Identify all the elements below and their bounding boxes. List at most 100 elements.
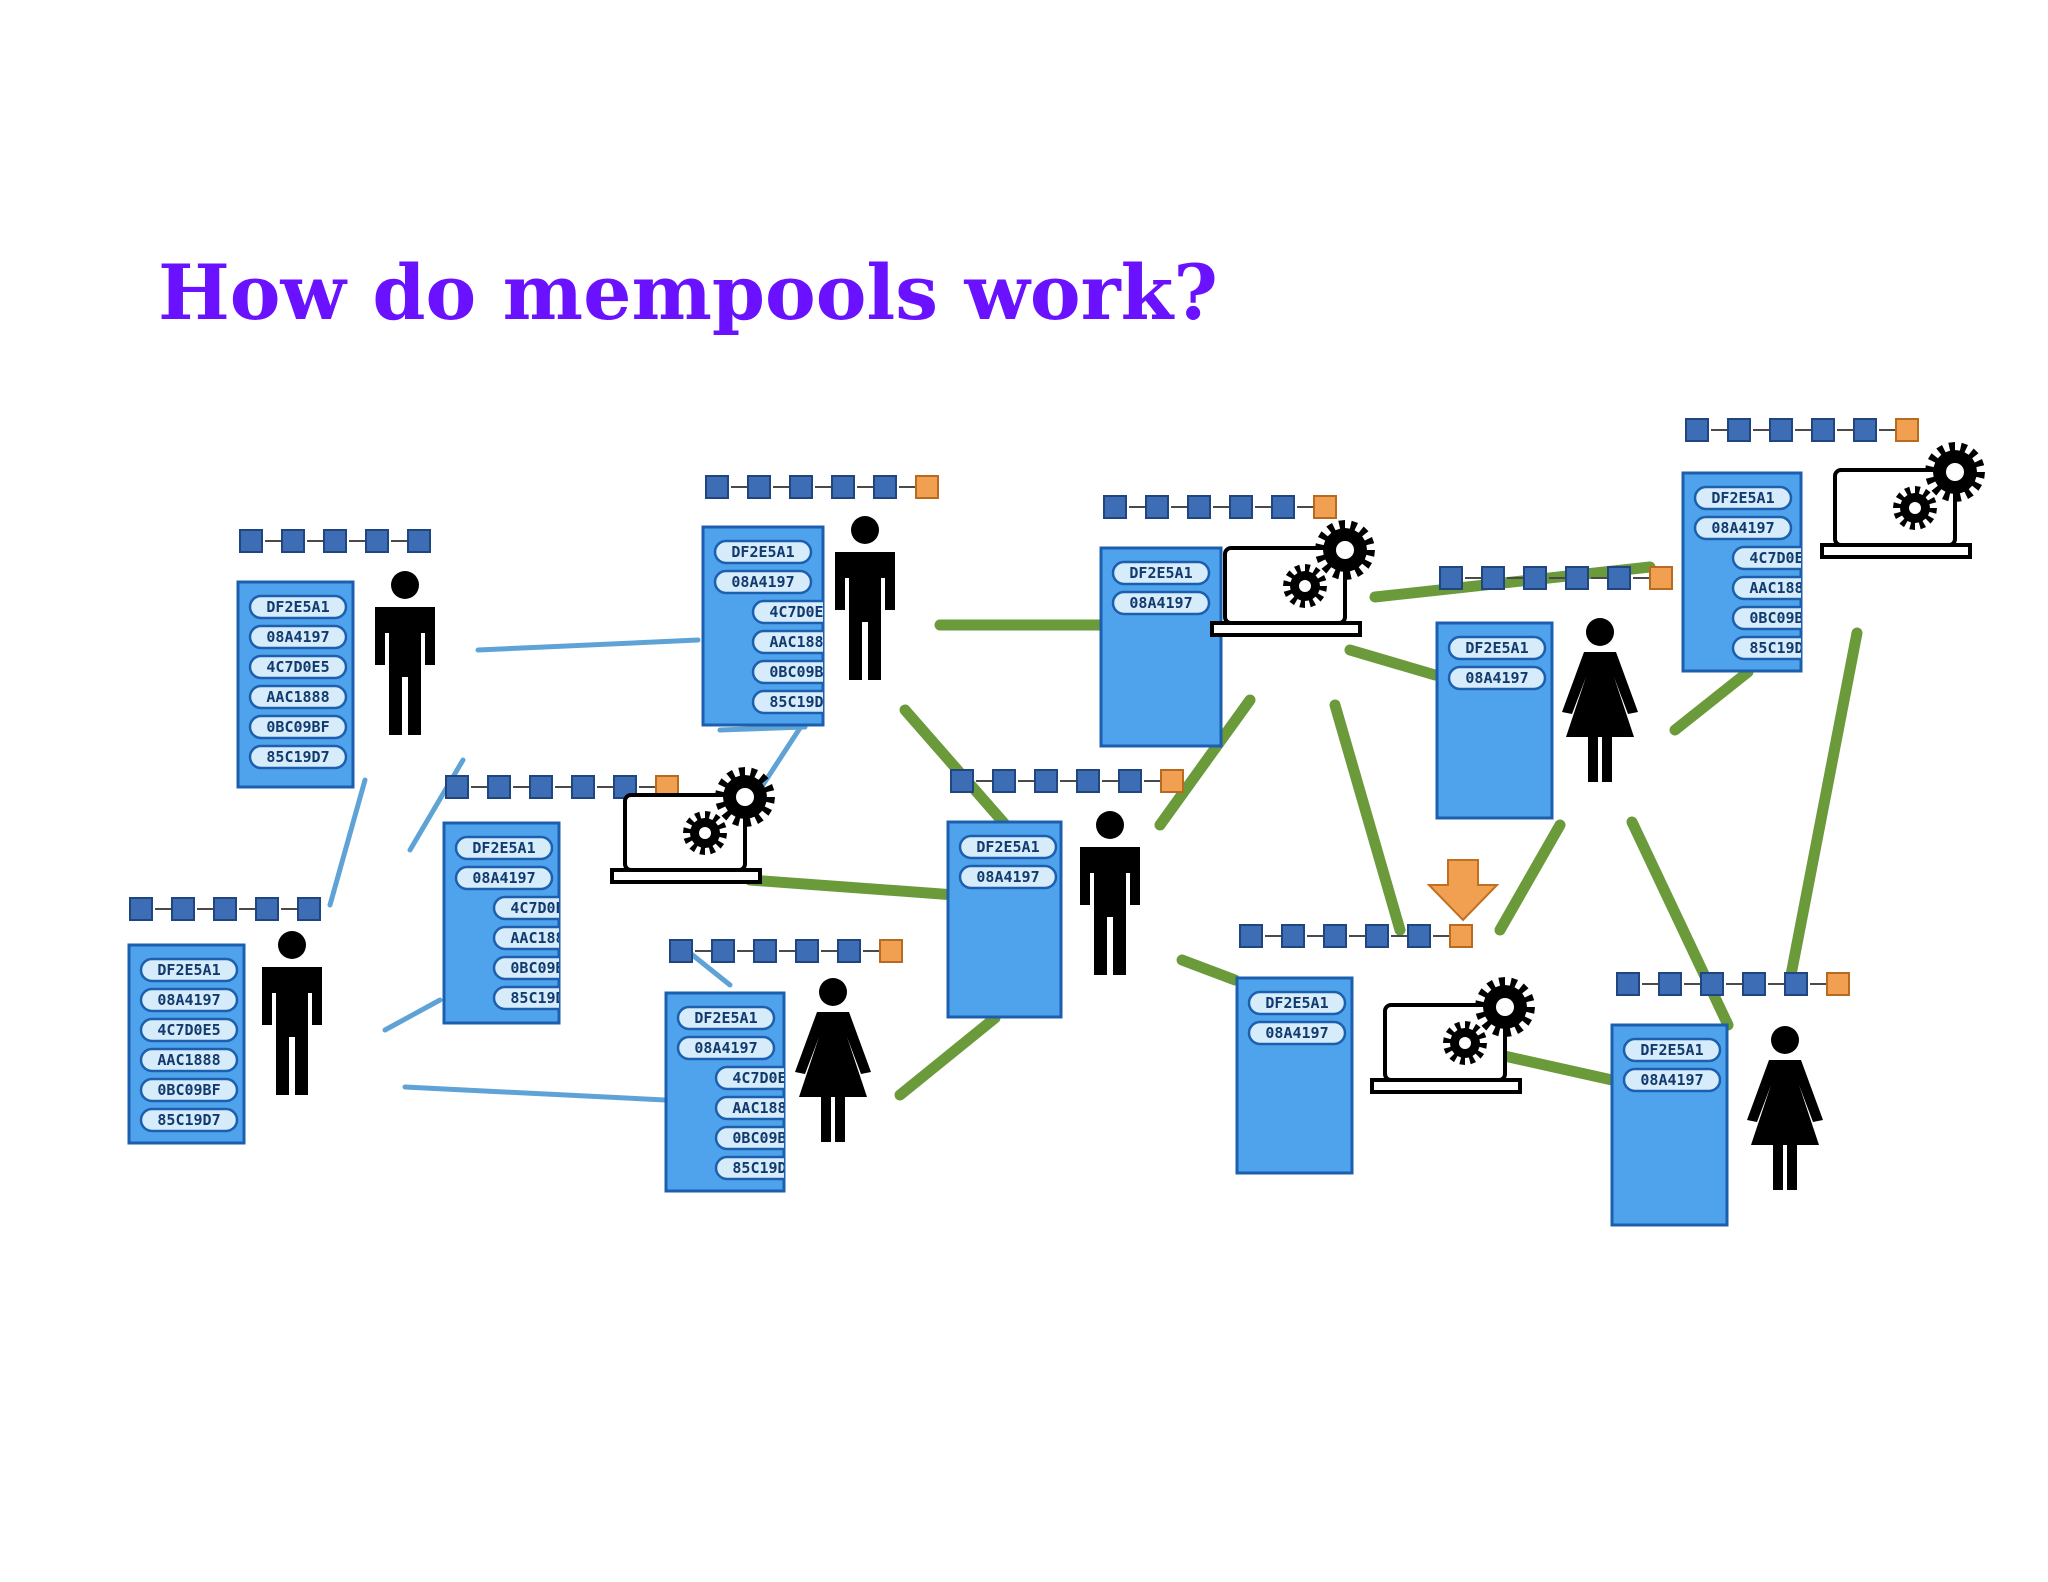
laptop-icon (1210, 520, 1375, 637)
block (1145, 495, 1169, 519)
mempool-node: DF2E5A108A41974C7D0E5AAC18880BC09BF85C19… (1681, 418, 1985, 673)
transaction-pill (1247, 990, 1347, 1016)
blockchain (1616, 972, 1850, 996)
transaction-pill (676, 1005, 776, 1031)
connection-line (1154, 694, 1256, 831)
transaction-id: DF2E5A1 (976, 838, 1039, 856)
transaction-pill (1447, 635, 1547, 661)
block (407, 529, 431, 553)
transaction-id: 08A4197 (1640, 1071, 1703, 1089)
person-icon (262, 931, 322, 1095)
transaction-pill (1731, 575, 1801, 601)
block (529, 775, 553, 799)
diagram-extras (1426, 859, 1500, 922)
block (1784, 972, 1808, 996)
connection-line (382, 997, 443, 1033)
blockchain (1685, 418, 1919, 442)
transaction-pill (454, 865, 554, 891)
block (1103, 495, 1127, 519)
transaction-id: AAC1888 (157, 1051, 220, 1069)
block (669, 939, 693, 963)
laptop-base (610, 868, 762, 884)
transaction-id: 0BC09BF (510, 959, 573, 977)
block (831, 475, 855, 499)
transaction-pill (139, 1047, 239, 1073)
block (1769, 418, 1793, 442)
transaction-pill (714, 1125, 784, 1151)
connection-line (1369, 561, 1656, 603)
gear-icon (1315, 520, 1375, 580)
transaction-pill (1622, 1067, 1722, 1093)
block (1439, 566, 1463, 590)
block (487, 775, 511, 799)
transaction-list: DF2E5A1 08A4197 (1622, 1037, 1722, 1093)
block (1481, 566, 1505, 590)
block (281, 529, 305, 553)
transaction-id: AAC1888 (769, 633, 832, 651)
transaction-id: 0BC09BF (1749, 609, 1812, 627)
gear-icon (1893, 486, 1937, 530)
transaction-pill (248, 714, 348, 740)
person-icon (375, 571, 435, 735)
laptop-icon (1820, 442, 1985, 559)
connection-line (894, 1012, 1001, 1101)
transaction-pill (1731, 605, 1801, 631)
laptop-base (1370, 1078, 1522, 1094)
connection-line (402, 1084, 668, 1103)
connection-line (475, 637, 701, 653)
blockchain (239, 529, 431, 553)
block (1565, 566, 1589, 590)
transaction-pill (751, 599, 823, 625)
transaction-id: DF2E5A1 (1640, 1041, 1703, 1059)
transaction-pill (492, 925, 559, 951)
gear-icon (715, 767, 775, 827)
gear-icon (1925, 442, 1985, 502)
block (992, 769, 1016, 793)
block (1271, 495, 1295, 519)
transaction-id: 08A4197 (1129, 594, 1192, 612)
transaction-pill (248, 684, 348, 710)
blockchain (1103, 495, 1337, 519)
mempool-node: DF2E5A108A41974C7D0E5AAC18880BC09BF85C19… (442, 767, 775, 1025)
transaction-pill (958, 864, 1058, 890)
block (1742, 972, 1766, 996)
blockchain (1439, 566, 1673, 590)
block (1523, 566, 1547, 590)
transaction-pill (1111, 590, 1211, 616)
transaction-pill (713, 539, 813, 565)
block (255, 897, 279, 921)
block (753, 939, 777, 963)
block (239, 529, 263, 553)
connection-line (1176, 954, 1241, 986)
transaction-pill (714, 1095, 784, 1121)
block (1187, 495, 1211, 519)
block (1281, 924, 1305, 948)
block (1853, 418, 1877, 442)
laptop-base (1820, 543, 1972, 559)
laptop-base (1210, 621, 1362, 637)
transaction-pill (1731, 545, 1801, 571)
transaction-pill (492, 955, 559, 981)
block (213, 897, 237, 921)
transaction-id: DF2E5A1 (157, 961, 220, 979)
transaction-pill (714, 1065, 784, 1091)
transaction-list: DF2E5A108A41974C7D0E5AAC18880BC09BF85C19… (676, 1005, 784, 1181)
transaction-id: 85C19D7 (266, 748, 329, 766)
transaction-id: 0BC09BF (266, 718, 329, 736)
blockchain (1239, 924, 1473, 948)
block (837, 939, 861, 963)
pending-block (915, 475, 939, 499)
block (1727, 418, 1751, 442)
block (323, 529, 347, 553)
transaction-pill (492, 985, 559, 1011)
connection-line (1669, 666, 1754, 736)
transaction-pill (751, 659, 823, 685)
mempool-node: DF2E5A108A41974C7D0E5AAC18880BC09BF85C19… (664, 939, 903, 1193)
connection-line (1494, 819, 1566, 936)
block (1616, 972, 1640, 996)
block (789, 475, 813, 499)
block (1658, 972, 1682, 996)
